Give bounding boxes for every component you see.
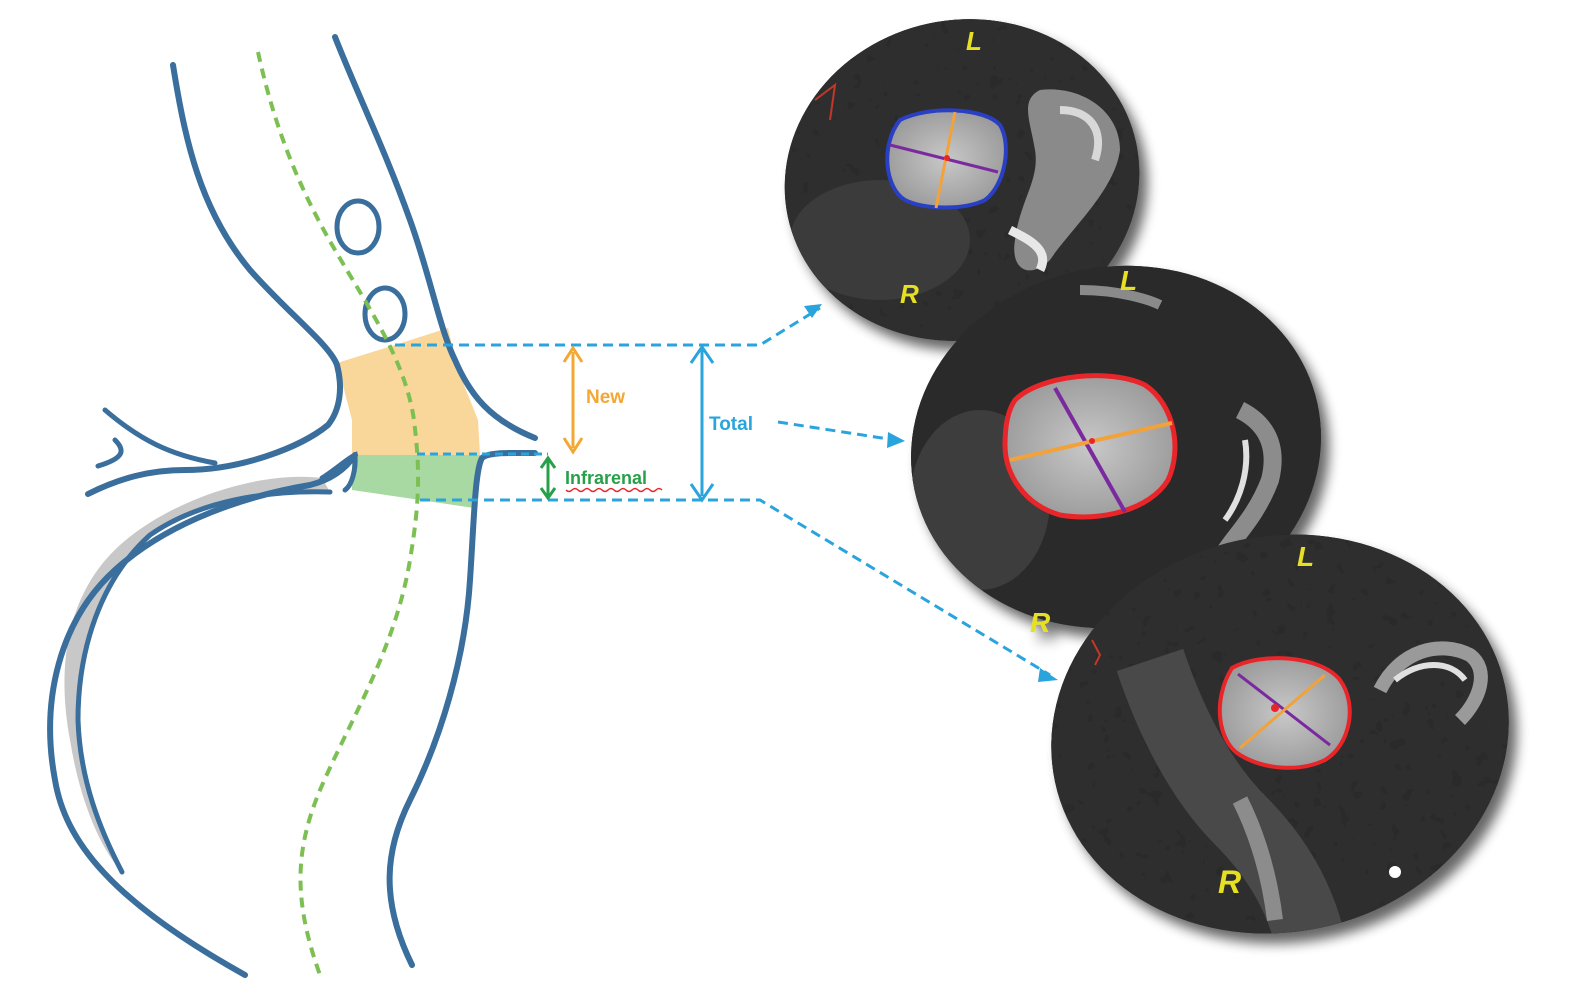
- centerline: [256, 51, 421, 976]
- scan-1-top-letter: L: [966, 26, 982, 56]
- renal-tip: [319, 451, 358, 493]
- scan-2-bottom-letter: R: [1030, 607, 1051, 638]
- arrowhead-top: [804, 304, 822, 318]
- scan-2-diameter-purple: [1053, 387, 1127, 513]
- label-infrarenal: Infrarenal: [565, 468, 647, 488]
- infrarenal-arrow-head-top: [539, 455, 557, 469]
- total-arrow-head-bottom: [689, 483, 715, 503]
- scan-1-diameter-purple: [889, 143, 999, 174]
- aorta-lower-right-wall: [386, 449, 538, 968]
- total-pointer-line: [777, 420, 896, 442]
- ostium-circle-lower: [362, 285, 408, 343]
- new-zone: [337, 328, 480, 455]
- renal-inner-wall: [75, 489, 333, 875]
- small-branch-2: [95, 437, 124, 469]
- new-arrow-head-bottom: [562, 437, 584, 455]
- aorta-sketch: [47, 34, 538, 978]
- aorta-lower-left-wall: [47, 452, 358, 978]
- new-arrow-head-top: [562, 345, 584, 363]
- infrarenal-arrow-head-bottom: [539, 487, 557, 501]
- small-branch: [102, 407, 218, 466]
- label-total: Total: [709, 414, 753, 435]
- total-arrow-head-top: [689, 344, 715, 364]
- label-new: New: [586, 387, 625, 408]
- arrowhead-bottom: [1038, 668, 1058, 682]
- guide-line-bottom: [420, 498, 1051, 677]
- ct-scan-1: L R: [780, 15, 1150, 345]
- measurement-guides: New Total Infrarenal: [395, 304, 1058, 682]
- scan-3-diameter-orange: [1239, 673, 1326, 750]
- renal-branch-fill: [64, 476, 330, 870]
- aorta-left-wall: [85, 62, 343, 497]
- spellcheck-squiggle: [565, 487, 663, 493]
- scan-3-top-letter: L: [1297, 541, 1314, 572]
- scan-2-top-letter: L: [1120, 265, 1137, 296]
- guide-line-top: [395, 306, 821, 347]
- ostium-circle-upper: [334, 198, 382, 256]
- scan-1-bottom-letter: R: [900, 279, 919, 309]
- scan-3-bottom-letter: R: [1218, 864, 1241, 900]
- aorta-right-wall: [332, 34, 538, 441]
- arrowhead-total: [887, 432, 905, 448]
- infrarenal-zone: [352, 455, 480, 508]
